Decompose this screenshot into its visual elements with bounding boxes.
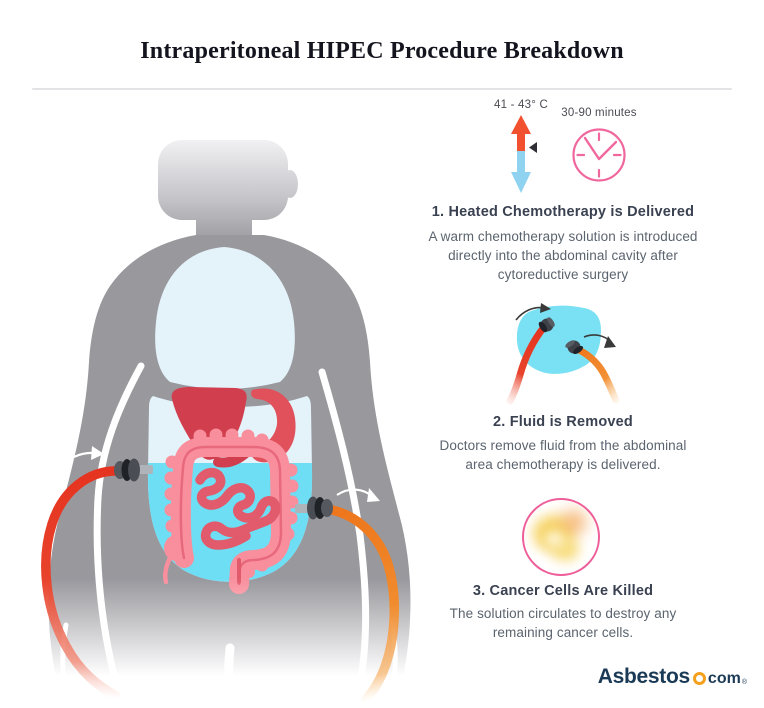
inflow-port bbox=[114, 458, 153, 482]
step-3-line-2: remaining cancer cells. bbox=[492, 625, 634, 640]
step-2-heading: 2. Fluid is Removed bbox=[493, 414, 633, 430]
temperature-arrow-icon bbox=[511, 115, 537, 193]
ear bbox=[282, 170, 298, 198]
step-3-description: The solution circulates to destroy any r… bbox=[412, 604, 714, 642]
step2-inflow-arrow-icon bbox=[515, 303, 551, 321]
temperature-range-label: 41 - 43° C bbox=[494, 99, 548, 111]
timer-clock-icon bbox=[572, 128, 626, 182]
clock-hands bbox=[583, 136, 618, 161]
outflow-assembly bbox=[295, 488, 400, 705]
cancer-cell-blob-orange bbox=[562, 510, 587, 535]
title-divider bbox=[32, 88, 732, 90]
inflow-arrow-icon bbox=[56, 446, 104, 471]
step2-outflow-tube bbox=[573, 345, 620, 404]
cancer-cells-illustration bbox=[522, 498, 600, 576]
page-title: Intraperitoneal HIPEC Procedure Breakdow… bbox=[140, 38, 624, 64]
patient-body-illustration bbox=[15, 140, 430, 708]
stomach bbox=[250, 388, 296, 463]
head bbox=[158, 140, 288, 220]
step-1-line-2: directly into the abdominal cavity after bbox=[448, 248, 678, 263]
step-3-heading: 3. Cancer Cells Are Killed bbox=[472, 583, 654, 599]
step2-outflow-arrow-icon bbox=[583, 334, 616, 348]
outflow-tube bbox=[322, 504, 400, 705]
duration-label: 30-90 minutes bbox=[561, 107, 637, 119]
step2-inflow-tube bbox=[506, 323, 548, 405]
cancer-cell-blob-core bbox=[544, 531, 564, 548]
step-1-heading: 1. Heated Chemotherapy is Delivered bbox=[431, 204, 695, 220]
chest-cavity bbox=[155, 247, 295, 389]
step-1-line-3: cytoreductive surgery bbox=[497, 267, 629, 282]
outflow-port bbox=[295, 496, 333, 520]
bottom-fade bbox=[15, 560, 430, 708]
step2-inflow-port bbox=[538, 317, 555, 333]
temperature-marker bbox=[529, 142, 537, 153]
small-intestine bbox=[195, 467, 281, 550]
logo-wordmark: Asbestos bbox=[597, 665, 690, 688]
step-3-line-1: The solution circulates to destroy any bbox=[449, 606, 677, 621]
inflow-tube bbox=[41, 466, 126, 701]
logo-tld: com bbox=[707, 669, 741, 687]
inflow-assembly bbox=[41, 446, 153, 701]
brand-logo: Asbestos com ® bbox=[598, 666, 747, 687]
registered-mark: ® bbox=[741, 679, 747, 686]
step2-outflow-port bbox=[565, 340, 584, 355]
step-1-line-1: A warm chemotherapy solution is introduc… bbox=[428, 229, 698, 244]
logo-dot-icon bbox=[692, 672, 706, 685]
outflow-arrow-icon bbox=[336, 488, 380, 502]
step-1-description: A warm chemotherapy solution is introduc… bbox=[412, 227, 714, 284]
step-2-line-2: area chemotherapy is delivered. bbox=[465, 457, 661, 472]
step-2-description: Doctors remove fluid from the abdominal … bbox=[412, 436, 714, 474]
fluid-removal-illustration bbox=[506, 303, 620, 405]
step-2-line-1: Doctors remove fluid from the abdominal bbox=[439, 438, 687, 453]
fluid-pool bbox=[516, 305, 601, 374]
